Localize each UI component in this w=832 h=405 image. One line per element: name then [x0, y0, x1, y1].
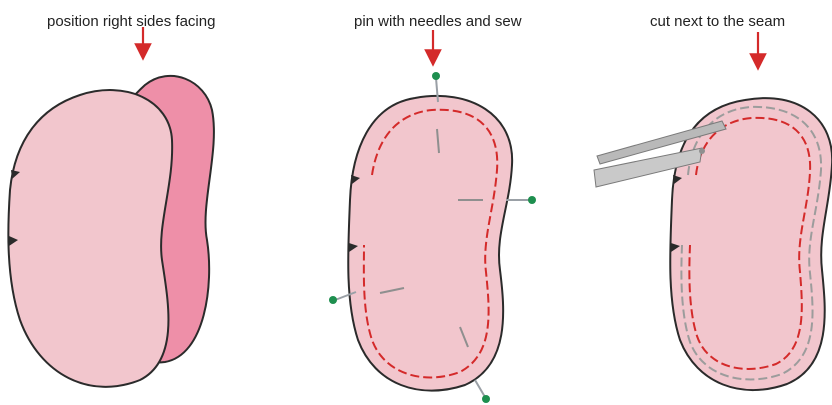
- pin-right: [506, 196, 536, 204]
- step-3-fabric: [670, 98, 832, 390]
- step-2-fabric: [348, 96, 512, 391]
- pin-bottom: [475, 380, 490, 403]
- step-1-front-fabric: [8, 90, 172, 387]
